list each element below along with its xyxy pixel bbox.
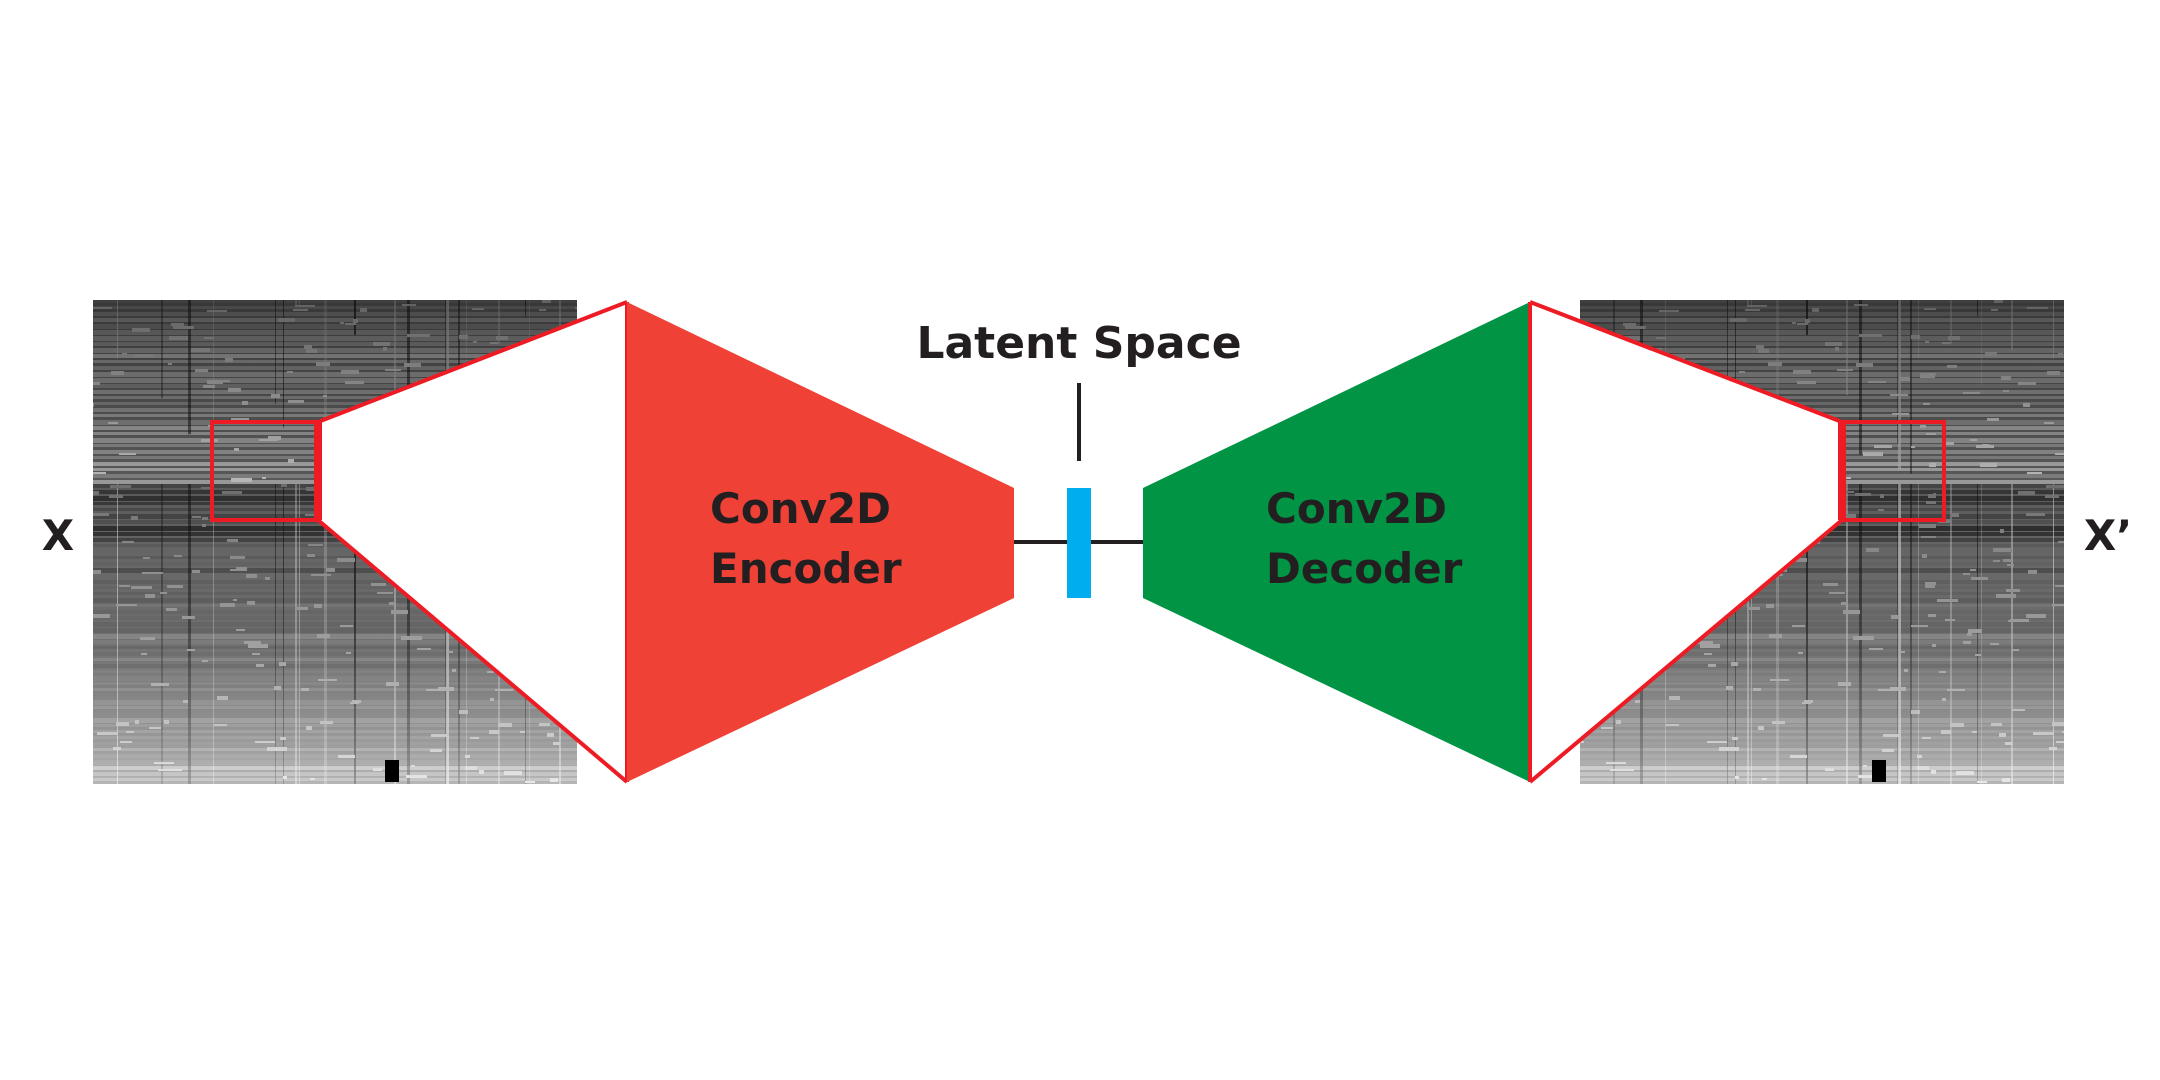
encoder-block [627, 302, 1014, 782]
decoder-label-line1: Conv2D [1266, 484, 1447, 533]
encoder-zoom-edge-top [317, 300, 628, 424]
decoder-zoom-region [1530, 302, 1842, 782]
input-label: X [42, 511, 74, 560]
latent-space-label: Latent Space [916, 318, 1241, 369]
decoder-label-line2: Decoder [1266, 544, 1463, 593]
latent-vector [1067, 488, 1091, 598]
encoder-zoom-region [318, 302, 627, 782]
decoder-patch-highlight [1838, 422, 1846, 520]
decoder-zoom-edge-top [1529, 300, 1843, 424]
encoder-label-line2: Encoder [710, 544, 902, 593]
encoder-zoom-edge-bottom [316, 518, 629, 784]
decoder-block [1143, 302, 1530, 782]
encoder-patch-highlight [314, 422, 322, 520]
decoder-zoom-edge-bottom [1528, 518, 1844, 784]
encoder-label-line1: Conv2D [710, 484, 891, 533]
output-label: X’ [2084, 511, 2132, 560]
